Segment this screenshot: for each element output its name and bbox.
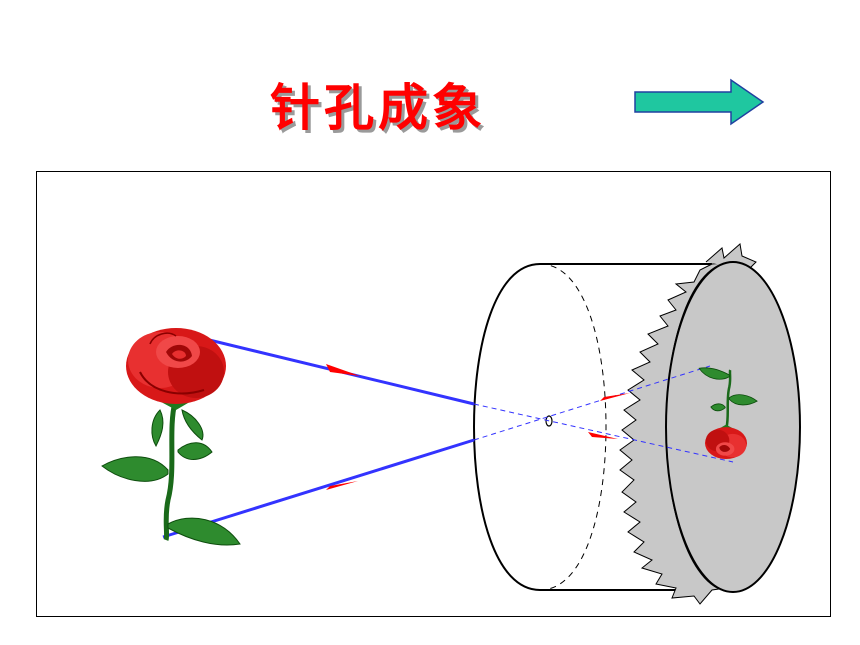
ray-top <box>167 328 475 406</box>
ray-arrowhead <box>326 364 360 376</box>
ray-arrowhead <box>600 393 630 401</box>
next-arrow-icon[interactable] <box>633 78 765 126</box>
slide-title: 针孔成象 <box>270 79 486 137</box>
pinhole-camera <box>472 243 801 605</box>
diagram-frame <box>36 171 831 617</box>
ray-bottom <box>162 438 475 539</box>
rose-object <box>101 328 241 546</box>
light-rays <box>162 328 734 539</box>
ray-arrowhead <box>588 432 618 439</box>
ray-arrowhead <box>326 481 358 490</box>
rose-image-inverted <box>698 367 758 460</box>
image-screen <box>665 261 801 593</box>
